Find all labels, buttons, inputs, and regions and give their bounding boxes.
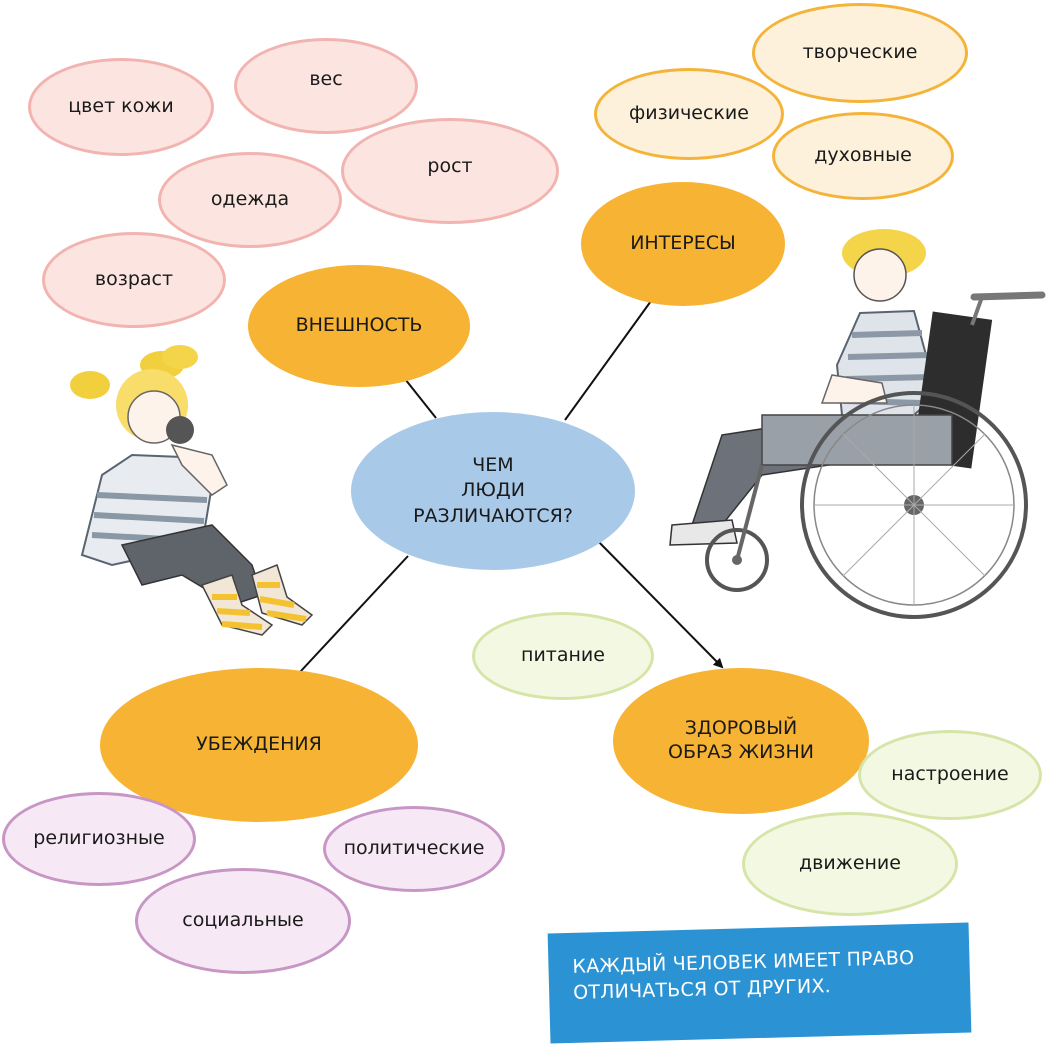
- healthy-lifestyle-category-label: ЗДОРОВЫЙ ОБРАЗ ЖИЗНИ: [667, 717, 815, 763]
- social-label: социальные: [182, 909, 304, 932]
- height-label: рост: [427, 155, 473, 178]
- arrow-to-healthy-lifestyle: [589, 532, 724, 669]
- social-bubble: социальные: [135, 868, 351, 974]
- skin-color-label: цвет кожи: [68, 95, 174, 118]
- spiritual-label: духовные: [814, 144, 912, 167]
- central-question-label: ЧЕМ ЛЮДИ РАЗЛИЧАЮТСЯ?: [413, 453, 573, 527]
- arrow-to-interests: [564, 281, 666, 421]
- physical-label: физические: [629, 102, 749, 125]
- arrow-to-beliefs: [285, 555, 409, 688]
- rights-banner: КАЖДЫЙ ЧЕЛОВЕК ИМЕЕТ ПРАВО ОТЛИЧАТЬСЯ ОТ…: [547, 922, 972, 1044]
- movement-label: движение: [799, 852, 901, 875]
- healthy-lifestyle-category-bubble: ЗДОРОВЫЙ ОБРАЗ ЖИЗНИ: [613, 668, 869, 814]
- religious-bubble: религиозные: [2, 792, 196, 886]
- mood-label: настроение: [891, 763, 1009, 786]
- religious-label: религиозные: [33, 827, 165, 850]
- central-question-bubble: ЧЕМ ЛЮДИ РАЗЛИЧАЮТСЯ?: [351, 412, 635, 570]
- rights-banner-text: КАЖДЫЙ ЧЕЛОВЕК ИМЕЕТ ПРАВО ОТЛИЧАТЬСЯ ОТ…: [572, 946, 915, 1004]
- appearance-category-label: ВНЕШНОСТЬ: [295, 314, 423, 337]
- clothes-label: одежда: [210, 188, 290, 211]
- political-bubble: политические: [323, 806, 505, 892]
- interests-category-label: ИНТЕРЕСЫ: [630, 232, 736, 255]
- mood-bubble: настроение: [858, 730, 1042, 820]
- interests-category-bubble: ИНТЕРЕСЫ: [581, 182, 785, 306]
- weight-bubble: вес: [234, 38, 418, 134]
- beliefs-category-label: УБЕЖДЕНИЯ: [196, 733, 322, 756]
- nutrition-label: питание: [521, 644, 605, 667]
- clothes-bubble: одежда: [158, 152, 342, 248]
- creative-label: творческие: [802, 41, 918, 64]
- weight-label: вес: [309, 68, 343, 91]
- creative-bubble: творческие: [752, 3, 968, 103]
- skin-color-bubble: цвет кожи: [28, 58, 214, 156]
- physical-bubble: физические: [594, 68, 784, 160]
- girl-sitting-illustration: [70, 345, 314, 636]
- appearance-category-bubble: ВНЕШНОСТЬ: [248, 265, 470, 387]
- boy-in-wheelchair-illustration: [669, 229, 1046, 619]
- movement-bubble: движение: [742, 812, 958, 916]
- age-label: возраст: [94, 268, 174, 291]
- age-bubble: возраст: [42, 232, 226, 328]
- spiritual-bubble: духовные: [772, 112, 954, 200]
- political-label: политические: [343, 837, 485, 860]
- beliefs-category-bubble: УБЕЖДЕНИЯ: [100, 668, 418, 822]
- height-bubble: рост: [341, 118, 559, 224]
- nutrition-bubble: питание: [472, 612, 654, 700]
